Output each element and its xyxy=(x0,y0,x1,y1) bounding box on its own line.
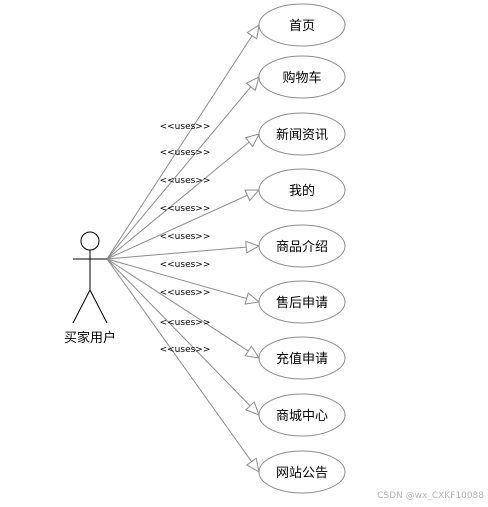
use-case-label: 首页 xyxy=(289,19,315,34)
use-case-label: 商城中心 xyxy=(276,409,328,424)
use-case-ellipse xyxy=(258,3,346,47)
use-case-label: 售后申请 xyxy=(276,295,328,311)
use-case-7[interactable]: 充值申请 xyxy=(258,336,346,380)
stick-figure-actor-icon xyxy=(72,231,108,324)
arrowhead-icon xyxy=(244,189,261,202)
use-case-3[interactable]: 新闻资讯 xyxy=(258,112,346,156)
use-case-ellipse xyxy=(258,55,346,99)
uses-label: <<uses>> xyxy=(160,318,211,328)
uses-label: <<uses>> xyxy=(160,122,211,132)
association-line xyxy=(106,189,260,260)
actor-label: 买家用户 xyxy=(64,330,116,346)
association-lines xyxy=(106,23,261,473)
arrowhead-icon xyxy=(244,345,261,359)
association-line xyxy=(106,258,260,416)
use-case-label: 我的 xyxy=(289,183,315,199)
association-line xyxy=(106,133,260,260)
arrowhead-icon xyxy=(245,240,261,254)
use-case-label: 商品介绍 xyxy=(276,240,328,255)
use-case-label: 网站公告 xyxy=(276,466,328,481)
arrowhead-icon xyxy=(244,292,261,305)
use-case-9[interactable]: 网站公告 xyxy=(258,450,346,494)
use-case-label: 购物车 xyxy=(282,70,321,86)
uses-label: <<uses>> xyxy=(160,148,211,158)
actor[interactable]: 买家用户 xyxy=(64,231,116,346)
arrowhead-icon xyxy=(244,133,260,148)
arrowhead-icon xyxy=(245,400,260,416)
uses-label: <<uses>> xyxy=(160,345,211,355)
association-line xyxy=(106,245,260,260)
association-line xyxy=(106,24,260,260)
use-case-4[interactable]: 我的 xyxy=(258,168,346,212)
association-line xyxy=(106,258,260,473)
association-line xyxy=(106,76,260,260)
use-case-ellipse xyxy=(258,450,346,494)
use-case-label: 新闻资讯 xyxy=(276,127,328,143)
use-case-8[interactable]: 商城中心 xyxy=(258,393,346,437)
uses-labels: <<uses>> <<uses>> <<uses>> <<uses>> <<uses>>… xyxy=(160,122,211,355)
use-case-ellipse xyxy=(258,168,346,212)
use-case-5[interactable]: 商品介绍 xyxy=(258,224,346,268)
use-case-ellipse xyxy=(258,112,346,156)
arrowhead-icon xyxy=(246,23,260,40)
use-case-ellipse xyxy=(258,224,346,268)
use-case-6[interactable]: 售后申请 xyxy=(258,280,346,324)
arrowhead-icon xyxy=(246,457,260,473)
uses-label: <<uses>> xyxy=(160,260,211,270)
arrowhead-icon xyxy=(245,76,260,92)
use-case-ellipse xyxy=(258,336,346,380)
uses-label: <<uses>> xyxy=(160,232,211,242)
use-case-label: 充值申请 xyxy=(276,351,328,367)
use-case-1[interactable]: 首页 xyxy=(258,3,346,47)
association-line xyxy=(106,258,260,303)
watermark: CSDN @wx_CXKF10088 xyxy=(377,491,484,501)
use-case-ellipse xyxy=(258,393,346,437)
use-case-ellipse xyxy=(258,280,346,324)
association-line xyxy=(106,258,260,359)
uses-label: <<uses>> xyxy=(160,176,211,186)
use-case-2[interactable]: 购物车 xyxy=(258,55,346,99)
uses-label: <<uses>> xyxy=(160,288,211,298)
uses-label: <<uses>> xyxy=(160,204,211,214)
